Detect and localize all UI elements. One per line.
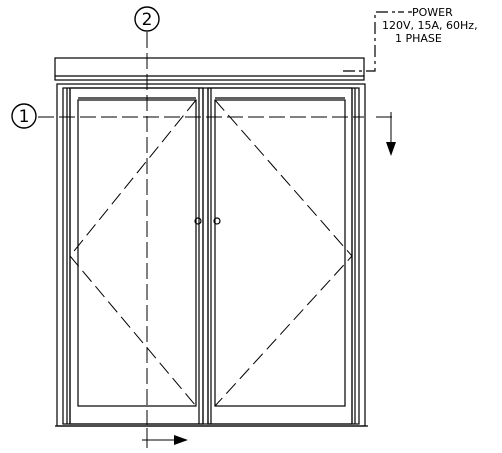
power-conduit-line — [343, 11, 398, 72]
arrow-down-icon — [386, 142, 396, 156]
power-note-title: POWER — [412, 6, 453, 19]
right-door-glass — [214, 99, 346, 407]
power-note-phase: 1 PHASE — [395, 32, 442, 45]
right-door-leaf — [207, 87, 353, 425]
power-note-spec: 120V, 15A, 60Hz, — [382, 19, 478, 32]
header-box — [54, 57, 365, 81]
callout-1-circle — [11, 103, 37, 129]
left-door-glass — [77, 99, 197, 407]
callout-2-label: 2 — [142, 10, 153, 30]
callout-1-label: 1 — [19, 107, 30, 127]
left-door-handle — [194, 217, 202, 225]
callout-2-circle — [134, 6, 160, 32]
arrow-right-icon — [174, 435, 188, 445]
left-door-leaf — [69, 87, 204, 425]
left-door-swing-line — [69, 99, 197, 407]
right-door-swing-line — [214, 99, 353, 407]
right-door-handle — [213, 217, 221, 225]
